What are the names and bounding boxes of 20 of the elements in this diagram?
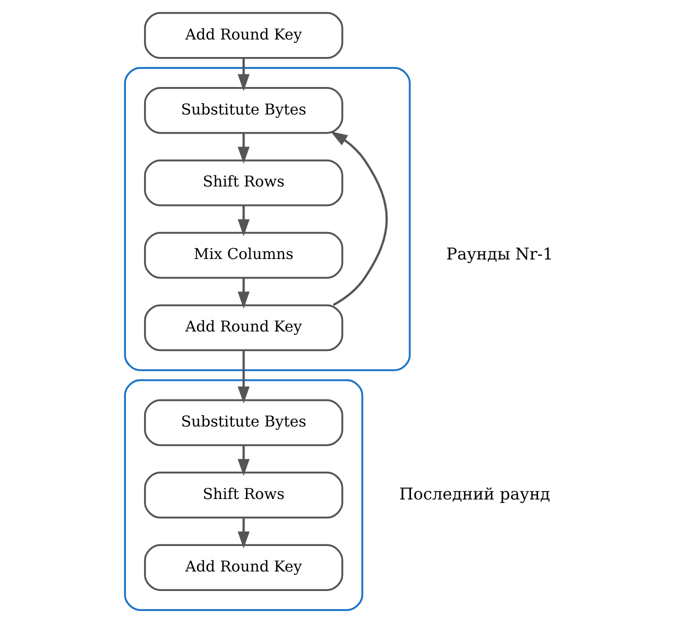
cluster xyxy=(124,379,364,611)
arrow xyxy=(238,58,250,92)
arrow xyxy=(238,518,250,548)
node-box: Add Round Key xyxy=(144,544,344,591)
arrow xyxy=(238,350,250,404)
node-box: Mix Columns xyxy=(144,232,344,279)
node-label: Раунды Nr-1 xyxy=(446,244,554,264)
arrow xyxy=(238,133,250,164)
arrow xyxy=(238,278,250,309)
node-box: Substitute Bytes xyxy=(144,87,344,134)
node-box: Substitute Bytes xyxy=(144,399,344,446)
arrow xyxy=(330,131,388,306)
node-label: Последний раунд xyxy=(399,484,550,504)
arrow xyxy=(238,445,250,476)
node-box: Shift Rows xyxy=(144,472,344,519)
cluster xyxy=(124,67,411,372)
node-box: Shift Rows xyxy=(144,159,344,206)
arrow xyxy=(238,205,250,236)
node-box: Add Round Key xyxy=(144,304,344,352)
node-box: Add Round Key xyxy=(144,12,344,59)
